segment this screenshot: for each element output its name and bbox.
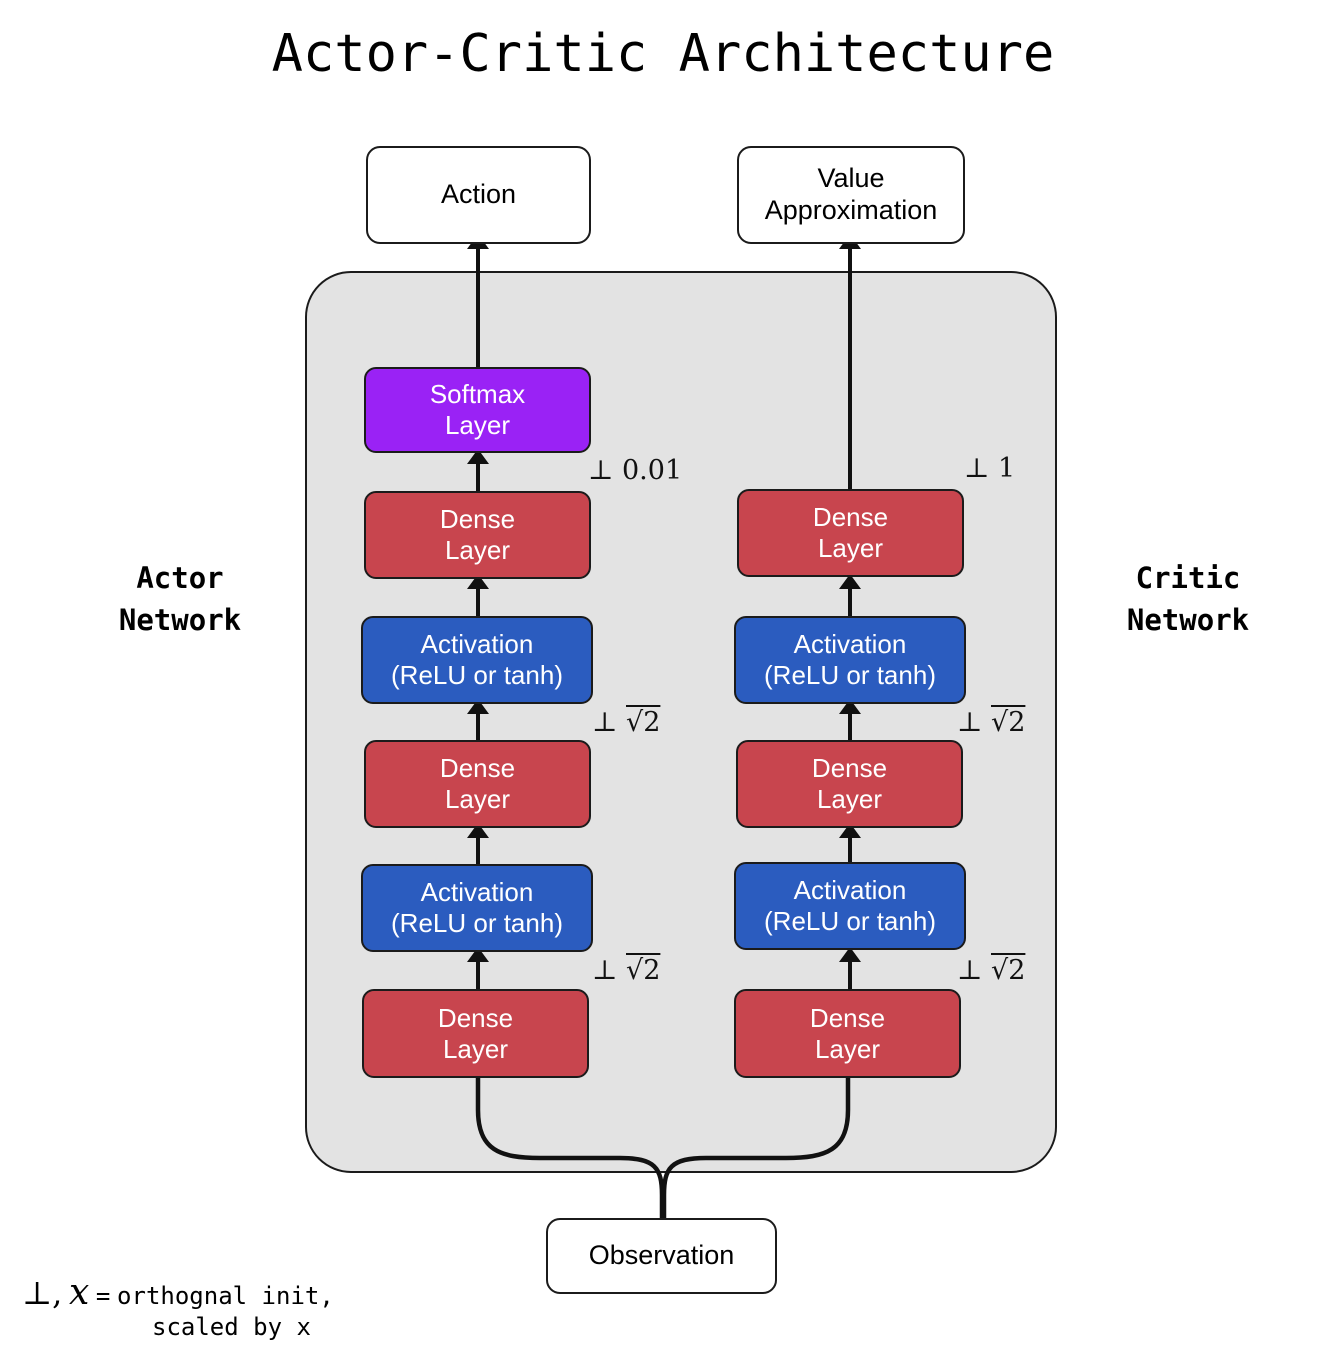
input-observation-label: Observation	[588, 1240, 735, 1271]
orthogonal-init-icon: ⊥	[592, 955, 618, 986]
orthogonal-init-icon: ⊥	[964, 453, 990, 484]
critic-node-dense-layer-3-label: Dense Layer	[812, 502, 889, 563]
arrowhead-critic-dense1	[839, 574, 861, 589]
critic-init-annotation-2: ⊥ √2	[957, 955, 1025, 986]
actor-node-dense-layer-2-label: Dense Layer	[439, 753, 516, 814]
actor-node-softmax-layer-label: Softmax Layer	[429, 379, 526, 440]
output-action-box[interactable]: Action	[366, 146, 591, 244]
critic-node-activation-2[interactable]: Activation (ReLU or tanh)	[734, 616, 966, 704]
actor-init-annotation-2: ⊥ √2	[592, 955, 660, 986]
actor-init-annotation-0: ⊥ 0.01	[588, 455, 682, 486]
connector-critic-act1-to-dense1	[848, 578, 852, 620]
output-value-approximation-label: Value Approximation	[764, 163, 938, 225]
actor-network-label: Actor Network	[118, 561, 242, 638]
legend-comma: ,	[52, 1274, 63, 1312]
actor-node-dense-layer-3[interactable]: Dense Layer	[364, 491, 591, 579]
critic-node-activation-1[interactable]: Activation (ReLU or tanh)	[734, 862, 966, 950]
legend-text-1: orthognal init,	[117, 1282, 334, 1310]
connector-actor-act1-to-dense1	[476, 578, 480, 620]
critic-network-label: Critic Network	[1126, 561, 1250, 638]
critic-node-dense-layer-1[interactable]: Dense Layer	[734, 989, 961, 1078]
legend-equals: =	[95, 1282, 111, 1310]
legend-text-2: scaled by x	[152, 1313, 311, 1341]
actor-node-dense-layer-1-label: Dense Layer	[437, 1002, 514, 1064]
actor-node-activation-1[interactable]: Activation (ReLU or tanh)	[361, 864, 593, 952]
orthogonal-init-icon: ⊥	[592, 707, 618, 738]
critic-init-annotation-0: ⊥ 1	[964, 453, 1015, 484]
actor-node-softmax-layer[interactable]: Softmax Layer	[364, 367, 591, 453]
output-action-label: Action	[440, 179, 517, 210]
legend-line-1: ⊥, x = orthognal init,	[22, 1272, 422, 1313]
connector-critic-dense1-to-value	[848, 238, 852, 493]
critic-node-dense-layer-3[interactable]: Dense Layer	[737, 489, 964, 577]
orthogonal-init-icon: ⊥	[957, 955, 983, 986]
orthogonal-init-icon: ⊥	[22, 1274, 53, 1312]
actor-node-activation-1-label: Activation (ReLU or tanh)	[391, 877, 563, 938]
connector-actor-dense1-to-softmax	[476, 451, 480, 493]
critic-node-activation-1-label: Activation (ReLU or tanh)	[764, 875, 936, 936]
critic-init-annotation-1: ⊥ √2	[957, 707, 1025, 738]
actor-node-activation-2[interactable]: Activation (ReLU or tanh)	[361, 616, 593, 704]
orthogonal-init-icon: ⊥	[957, 707, 983, 738]
actor-node-dense-layer-2[interactable]: Dense Layer	[364, 740, 591, 828]
actor-node-dense-layer-1[interactable]: Dense Layer	[362, 989, 589, 1078]
orthogonal-init-icon: ⊥	[588, 455, 614, 486]
critic-node-activation-2-label: Activation (ReLU or tanh)	[764, 629, 936, 690]
critic-node-dense-layer-2-label: Dense Layer	[811, 753, 888, 814]
critic-init-scale-0: 1	[998, 453, 1016, 484]
critic-node-dense-layer-2[interactable]: Dense Layer	[736, 740, 963, 828]
actor-node-dense-layer-3-label: Dense Layer	[439, 504, 516, 565]
connector-actor-softmax-to-action	[476, 238, 480, 370]
input-observation-box[interactable]: Observation	[546, 1218, 777, 1294]
connector-actor-act2-to-dense2	[476, 826, 480, 868]
connector-actor-dense3-to-act2	[476, 951, 480, 993]
arrowhead-critic-act2	[839, 947, 861, 962]
actor-init-scale-1: √2	[626, 707, 661, 738]
critic-init-scale-1: √2	[991, 707, 1026, 738]
legend-variable: x	[68, 1272, 90, 1313]
connector-critic-dense2-to-act1	[848, 702, 852, 744]
actor-node-activation-2-label: Activation (ReLU or tanh)	[391, 629, 563, 690]
actor-init-annotation-1: ⊥ √2	[592, 707, 660, 738]
legend: ⊥, x = orthognal init, scaled by x	[22, 1272, 422, 1341]
critic-node-dense-layer-1-label: Dense Layer	[809, 1002, 886, 1064]
output-value-approximation-box[interactable]: Value Approximation	[737, 146, 965, 244]
connector-critic-dense3-to-act2	[848, 951, 852, 993]
connector-actor-dense2-to-act1	[476, 702, 480, 744]
actor-init-scale-0: 0.01	[622, 455, 683, 486]
actor-init-scale-2: √2	[626, 955, 661, 986]
page-title: Actor-Critic Architecture	[271, 24, 1055, 84]
connector-critic-act2-to-dense2	[848, 826, 852, 868]
critic-init-scale-2: √2	[991, 955, 1026, 986]
